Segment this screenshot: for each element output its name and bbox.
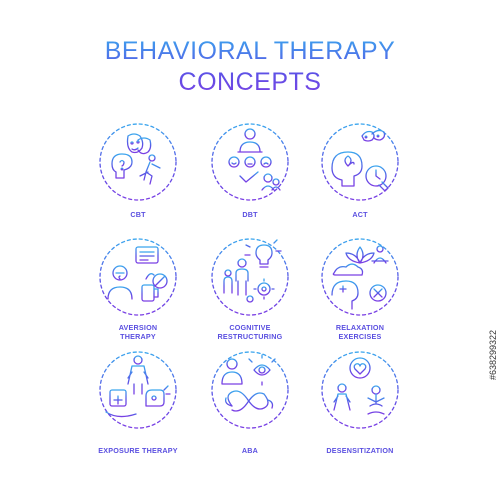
title-line-1: BEHAVIORAL THERAPY	[104, 37, 396, 65]
cbt-label: CBT	[130, 210, 146, 219]
act-label: ACT	[352, 210, 368, 219]
act-icon	[320, 122, 400, 202]
desensitization-icon	[320, 350, 400, 430]
page-title: BEHAVIORAL THERAPY CONCEPTS	[0, 36, 500, 98]
aversion-therapy-label: AVERSION THERAPY	[118, 323, 158, 341]
exposure-therapy-label: EXPOSURE THERAPY	[98, 446, 178, 455]
dbt-label: DBT	[242, 210, 258, 219]
relaxation-exercises-icon	[320, 237, 400, 317]
cognitive-restructuring-label: COGNITIVE RESTRUCTURING	[217, 323, 283, 341]
aba-icon	[210, 350, 290, 430]
exposure-therapy-icon	[98, 350, 178, 430]
aversion-therapy-icon	[98, 237, 178, 317]
image-id-watermark: #638299322	[488, 329, 498, 380]
title-line-2: CONCEPTS	[178, 68, 322, 96]
dbt-icon	[210, 122, 290, 202]
aba-label: ABA	[241, 446, 259, 455]
cognitive-restructuring-icon	[210, 237, 290, 317]
cbt-icon	[98, 122, 178, 202]
relaxation-exercises-label: RELAXATION EXERCISES	[335, 323, 385, 341]
desensitization-label: DESENSITIZATION	[326, 446, 394, 455]
